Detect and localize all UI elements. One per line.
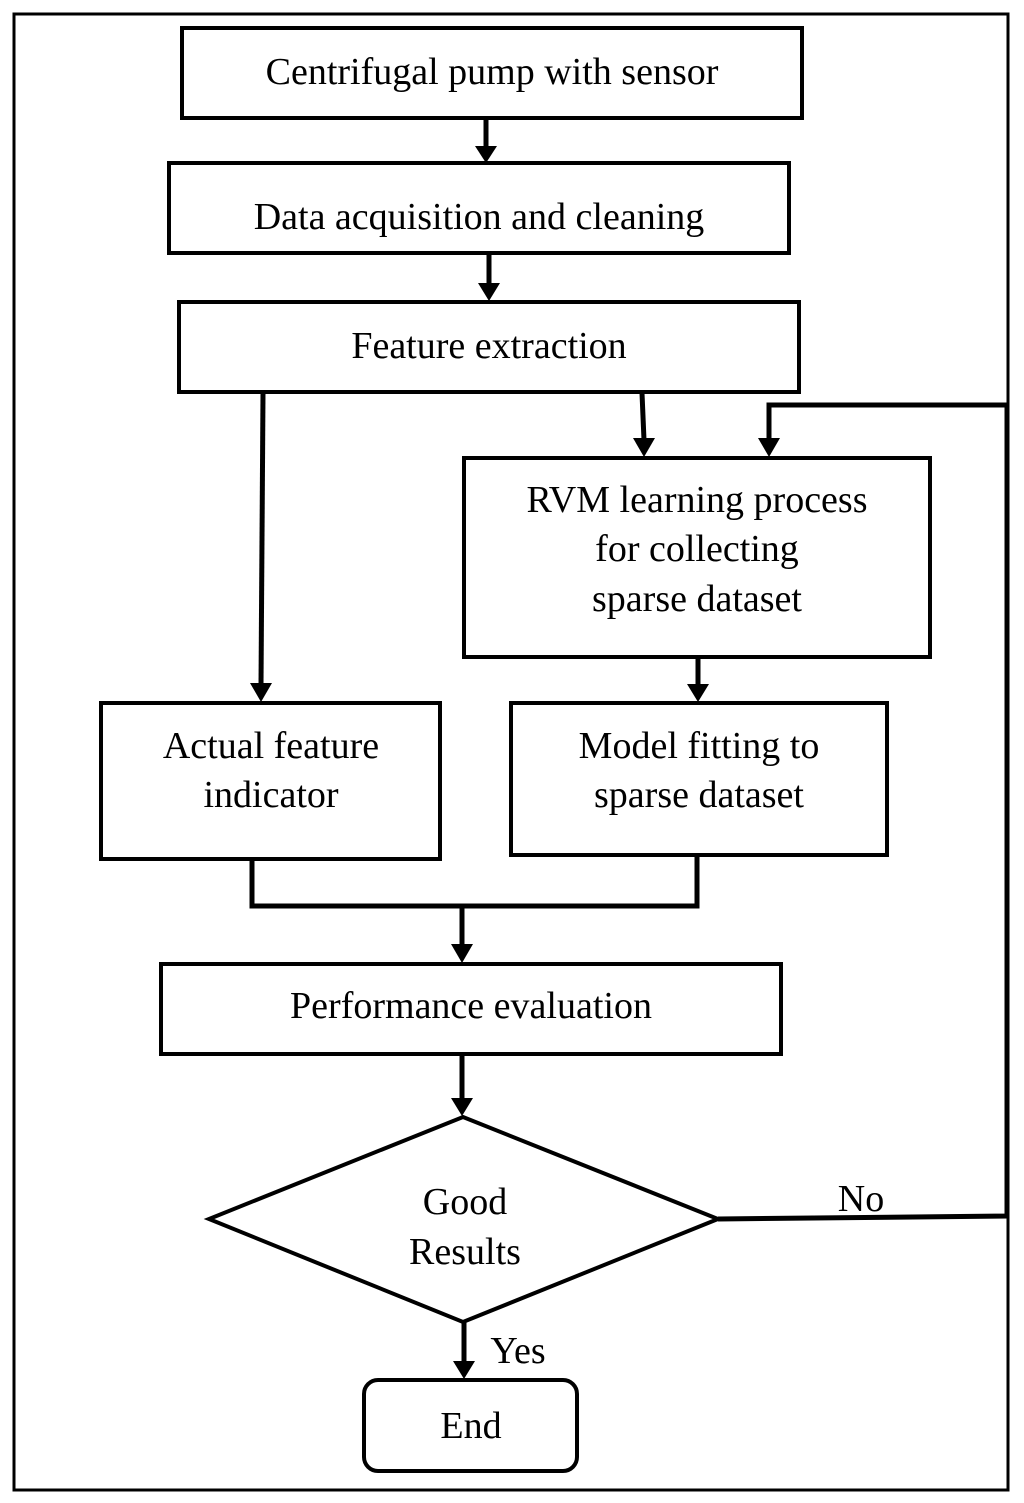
- node-fitting-box: [509, 701, 889, 857]
- node-pump-box: [180, 26, 804, 120]
- node-acquisition-label: Data acquisition and cleaning: [254, 196, 705, 238]
- arrowhead-actual: [250, 683, 272, 702]
- node-pump: Centrifugal pump with sensor: [180, 26, 804, 120]
- arrowhead-decision: [451, 1098, 473, 1116]
- edge-merge-branches: [249, 857, 700, 909]
- edge-features-to-rvm: [639, 392, 647, 441]
- edge-label-no: No: [838, 1178, 884, 1220]
- node-rvm-label-line-3: sparse dataset: [592, 578, 802, 620]
- arrowhead-rvm: [633, 438, 655, 457]
- node-rvm-label-line-1: RVM learning process: [527, 479, 868, 521]
- node-performance: Performance evaluation: [159, 962, 783, 1056]
- arrowhead-performance: [451, 944, 473, 963]
- node-end: End: [362, 1378, 579, 1473]
- node-actual-label-line-1: Actual feature: [163, 725, 379, 767]
- node-actual: Actual feature indicator: [99, 701, 442, 861]
- arrowhead-end: [453, 1361, 475, 1379]
- node-features: Feature extraction: [177, 300, 801, 394]
- node-end-label: End: [440, 1405, 501, 1447]
- node-acquisition-box: [167, 161, 791, 255]
- node-decision-diamond: [203, 1114, 724, 1325]
- node-fitting-label-line-2: sparse dataset: [594, 774, 804, 816]
- edge-no-loop: [717, 402, 1010, 1222]
- node-actual-box: [99, 701, 442, 861]
- arrowhead-fitting: [687, 684, 709, 702]
- connectors: [249, 118, 1010, 1379]
- arrowhead-features: [478, 283, 500, 301]
- node-performance-box: [159, 962, 783, 1056]
- edge-features-to-actual: [258, 392, 266, 686]
- node-acquisition: Data acquisition and cleaning: [167, 161, 791, 255]
- arrowhead-no-loop: [758, 438, 780, 457]
- node-decision-label-line-2: Results: [409, 1231, 521, 1273]
- node-pump-label: Centrifugal pump with sensor: [266, 51, 719, 93]
- node-rvm: RVM learning process for collecting spar…: [462, 456, 932, 659]
- node-features-box: [177, 300, 801, 394]
- node-features-label: Feature extraction: [351, 325, 626, 367]
- node-rvm-label-line-2: for collecting: [595, 528, 799, 570]
- node-fitting-label-line-1: Model fitting to: [579, 725, 820, 767]
- edge-label-yes: Yes: [490, 1330, 545, 1372]
- node-actual-label-line-2: indicator: [203, 774, 338, 816]
- node-decision-label-line-1: Good: [423, 1181, 507, 1223]
- node-decision: Good Results: [203, 1114, 724, 1325]
- node-performance-label: Performance evaluation: [290, 985, 652, 1027]
- node-fitting: Model fitting to sparse dataset: [509, 701, 889, 857]
- arrowhead-acquisition: [475, 146, 497, 163]
- node-end-box: [362, 1378, 579, 1473]
- node-rvm-box: [462, 456, 932, 659]
